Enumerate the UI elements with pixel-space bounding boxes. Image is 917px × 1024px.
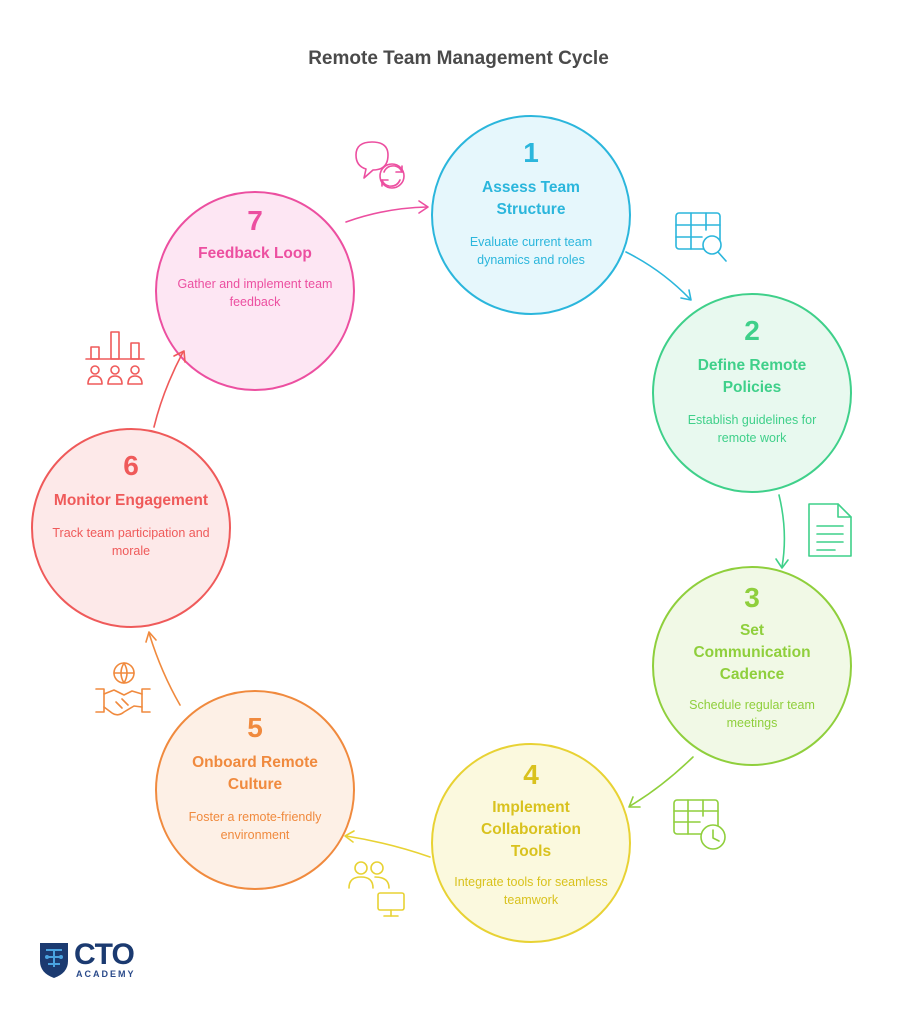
- step-2-title: Define Remote Policies: [697, 357, 807, 396]
- step-5-number: 5: [247, 712, 263, 743]
- step-6-desc: Track team participation and morale: [52, 526, 210, 558]
- arrow-5-to-6: [145, 631, 181, 706]
- step-5-circle: 5 Onboard Remote Culture Foster a remote…: [155, 690, 355, 890]
- document-icon: [808, 503, 852, 557]
- step-7-circle: 7 Feedback Loop Gather and implement tea…: [155, 191, 355, 391]
- step-4-circle: 4 Implement Collaboration Tools Integrat…: [431, 743, 631, 943]
- step-1-circle: 1 Assess Team Structure Evaluate current…: [431, 115, 631, 315]
- step-2-desc: Establish guidelines for remote work: [687, 413, 817, 445]
- chart-people-icon: [85, 331, 145, 385]
- arrow-6-to-7: [153, 350, 186, 428]
- step-3-number: 3: [744, 582, 760, 613]
- cto-academy-logo: CTO ACADEMY: [38, 937, 148, 981]
- step-7-number: 7: [247, 205, 263, 236]
- arrow-4-to-5: [344, 830, 431, 858]
- step-1-number: 1: [523, 137, 539, 168]
- step-3-circle: 3 Set Communication Cadence Schedule reg…: [652, 566, 852, 766]
- step-1-title: Assess Team Structure: [482, 179, 580, 218]
- step-2-number: 2: [744, 315, 760, 346]
- step-6-circle: 6 Monitor Engagement Track team particip…: [31, 428, 231, 628]
- step-4-desc: Integrate tools for seamless teamwork: [454, 875, 608, 907]
- shield-icon: [40, 943, 68, 978]
- step-7-title: Feedback Loop: [198, 245, 312, 262]
- step-3-desc: Schedule regular team meetings: [689, 698, 815, 730]
- arrow-1-to-2: [625, 251, 692, 301]
- step-4-title: Implement Collaboration Tools: [481, 799, 581, 860]
- step-2-circle: 2 Define Remote Policies Establish guide…: [652, 293, 852, 493]
- diagram-title: Remote Team Management Cycle: [308, 48, 609, 69]
- step-7-desc: Gather and implement team feedback: [177, 277, 333, 309]
- step-6-number: 6: [123, 450, 139, 481]
- arrow-7-to-1: [345, 200, 429, 223]
- handshake-globe-icon: [95, 662, 151, 716]
- step-6-title: Monitor Engagement: [53, 492, 209, 509]
- logo-main-text: CTO: [74, 938, 135, 971]
- chat-refresh-icon: [355, 141, 405, 189]
- arrow-3-to-4: [628, 756, 694, 808]
- step-5-desc: Foster a remote-friendly environment: [188, 810, 322, 842]
- users-monitor-icon: [348, 861, 405, 917]
- step-3-title: Set Communication Cadence: [693, 622, 811, 683]
- step-4-number: 4: [523, 759, 539, 790]
- step-1-desc: Evaluate current team dynamics and roles: [469, 235, 593, 267]
- step-5-title: Onboard Remote Culture: [192, 754, 318, 793]
- calendar-clock-icon: [673, 799, 726, 850]
- logo-sub-text: ACADEMY: [76, 969, 136, 979]
- table-search-icon: [675, 212, 727, 262]
- arrow-2-to-3: [775, 494, 789, 569]
